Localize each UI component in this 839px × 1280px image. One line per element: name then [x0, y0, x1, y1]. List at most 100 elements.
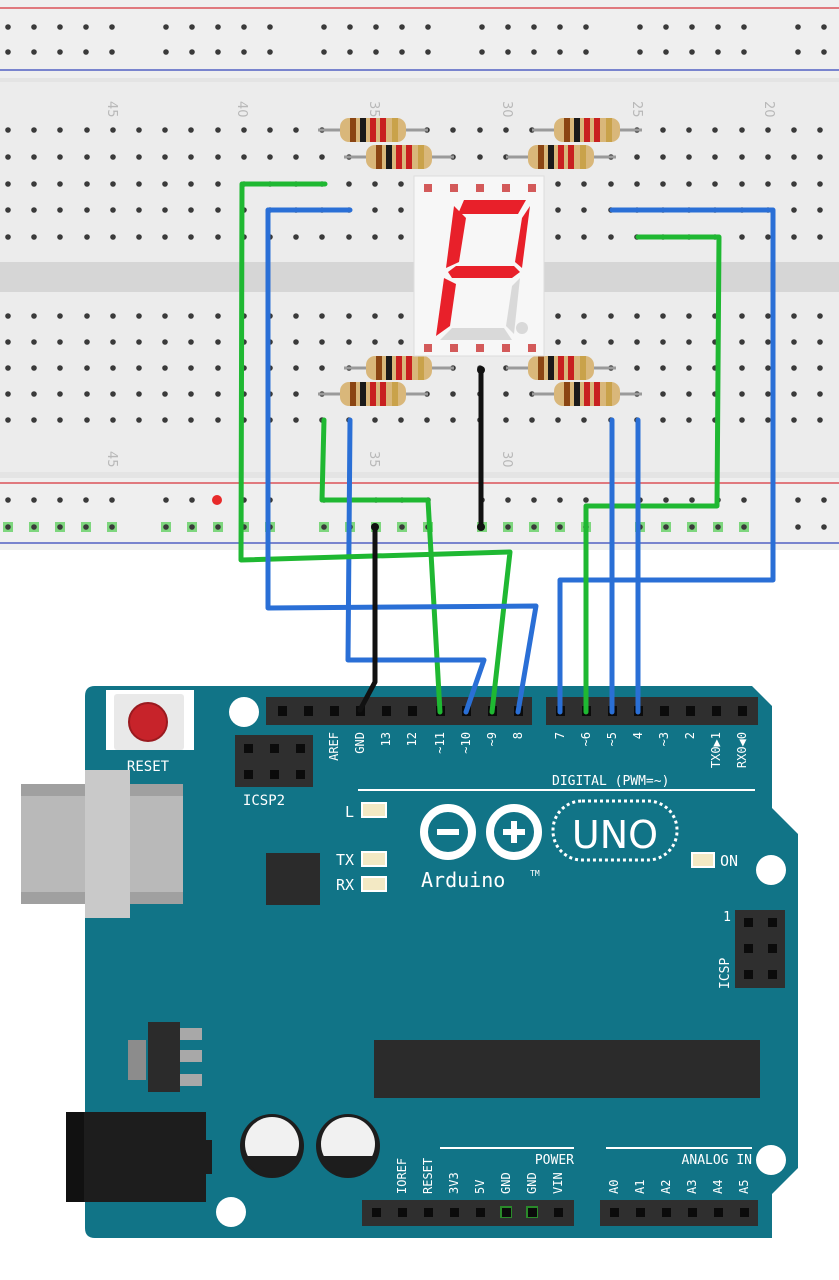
breadboard-hole: [188, 313, 194, 319]
breadboard-hole: [739, 339, 745, 345]
rail-hole: [505, 524, 511, 530]
breadboard-hole: [110, 127, 116, 133]
rail-hole: [163, 49, 169, 55]
display-pin: [476, 184, 484, 192]
breadboard-hole: [739, 234, 745, 240]
breadboard-hole: [712, 127, 718, 133]
breadboard-hole: [608, 313, 614, 319]
minus-icon: [437, 829, 459, 835]
breadboard-hole: [660, 391, 666, 397]
breadboard-hole: [110, 181, 116, 187]
breadboard-hole: [110, 313, 116, 319]
mounting-hole: [216, 1197, 246, 1227]
breadboard-hole: [398, 417, 404, 423]
breadboard-hole: [398, 339, 404, 345]
breadboard-hole: [686, 127, 692, 133]
rail-hole: [821, 49, 827, 55]
header-pin: [398, 1208, 407, 1217]
header-pin: [740, 1208, 749, 1217]
rail-hole: [557, 524, 563, 530]
display-pin: [424, 344, 432, 352]
wire-end: [477, 366, 485, 374]
breadboard-hole: [398, 234, 404, 240]
breadboard-hole: [293, 313, 299, 319]
breadboard-hole: [765, 339, 771, 345]
header-pin: [372, 1208, 381, 1217]
breadboard-hole: [686, 417, 692, 423]
breadboard-hole: [84, 313, 90, 319]
breadboard-hole: [450, 417, 456, 423]
icsp-header: [735, 910, 785, 988]
rail-hole: [189, 49, 195, 55]
display-pin: [502, 184, 510, 192]
breadboard-hole: [477, 154, 483, 160]
digital-pin-label: AREF: [327, 732, 341, 761]
analog-pin-label: A3: [685, 1180, 699, 1194]
capacitor: [316, 1114, 380, 1178]
breadboard-hole: [791, 391, 797, 397]
breadboard-hole: [136, 234, 142, 240]
breadboard-hole: [57, 313, 63, 319]
rail-hole: [57, 497, 63, 503]
breadboard-hole: [136, 365, 142, 371]
rail-hole: [57, 49, 63, 55]
rail-hole: [189, 497, 195, 503]
breadboard-hole: [686, 365, 692, 371]
uno-badge: [551, 799, 679, 862]
breadboard-hole: [293, 417, 299, 423]
breadboard-hole: [817, 417, 823, 423]
breadboard-hole: [136, 127, 142, 133]
rail-hole: [189, 24, 195, 30]
breadboard-hole: [424, 417, 430, 423]
header-pin: [688, 1208, 697, 1217]
breadboard-hole: [31, 234, 37, 240]
breadboard-hole: [739, 417, 745, 423]
breadboard-hole: [110, 339, 116, 345]
rail-hole: [637, 24, 643, 30]
rail-hole: [505, 497, 511, 503]
seven-segment-display: [413, 175, 545, 357]
rail-hole: [215, 24, 221, 30]
breadboard-hole: [791, 417, 797, 423]
rail-hole: [505, 24, 511, 30]
breadboard-hole: [791, 339, 797, 345]
breadboard-hole: [372, 181, 378, 187]
header-pin: [528, 1208, 537, 1217]
rail-hole: [399, 24, 405, 30]
rail-hole: [715, 49, 721, 55]
breadboard-hole: [293, 391, 299, 397]
rail-hole: [31, 524, 37, 530]
breadboard-hole: [188, 365, 194, 371]
header-pin: [744, 970, 753, 979]
breadboard-hole: [162, 339, 168, 345]
header-pin: [296, 770, 305, 779]
resistor: [344, 356, 454, 380]
power-pin-label: GND: [499, 1172, 513, 1194]
icsp-pin1-label: 1: [723, 910, 731, 925]
rail-hole: [689, 524, 695, 530]
power-header: [362, 1200, 574, 1226]
led-on: [691, 852, 715, 868]
header-pin: [554, 1208, 563, 1217]
breadboard-hole: [346, 339, 352, 345]
rail-hole: [321, 49, 327, 55]
breadboard-hole: [555, 339, 561, 345]
col-label: 45: [104, 451, 119, 468]
digital-pin-label: ~5: [605, 732, 619, 746]
breadboard-hole: [686, 313, 692, 319]
rail-hole: [83, 49, 89, 55]
mounting-hole: [229, 697, 259, 727]
breadboard-hole: [660, 127, 666, 133]
breadboard-hole: [581, 234, 587, 240]
header-pin: [382, 706, 391, 716]
rail-hole: [557, 24, 563, 30]
digital-pin-label: ~6: [579, 732, 593, 746]
col-label: 25: [629, 101, 644, 118]
breadboard-hole: [110, 391, 116, 397]
breadboard-hole: [215, 234, 221, 240]
breadboard-hole: [31, 391, 37, 397]
digital-label: DIGITAL (PWM=~): [552, 774, 669, 789]
reset-button[interactable]: [106, 690, 194, 750]
breadboard-hole: [136, 417, 142, 423]
